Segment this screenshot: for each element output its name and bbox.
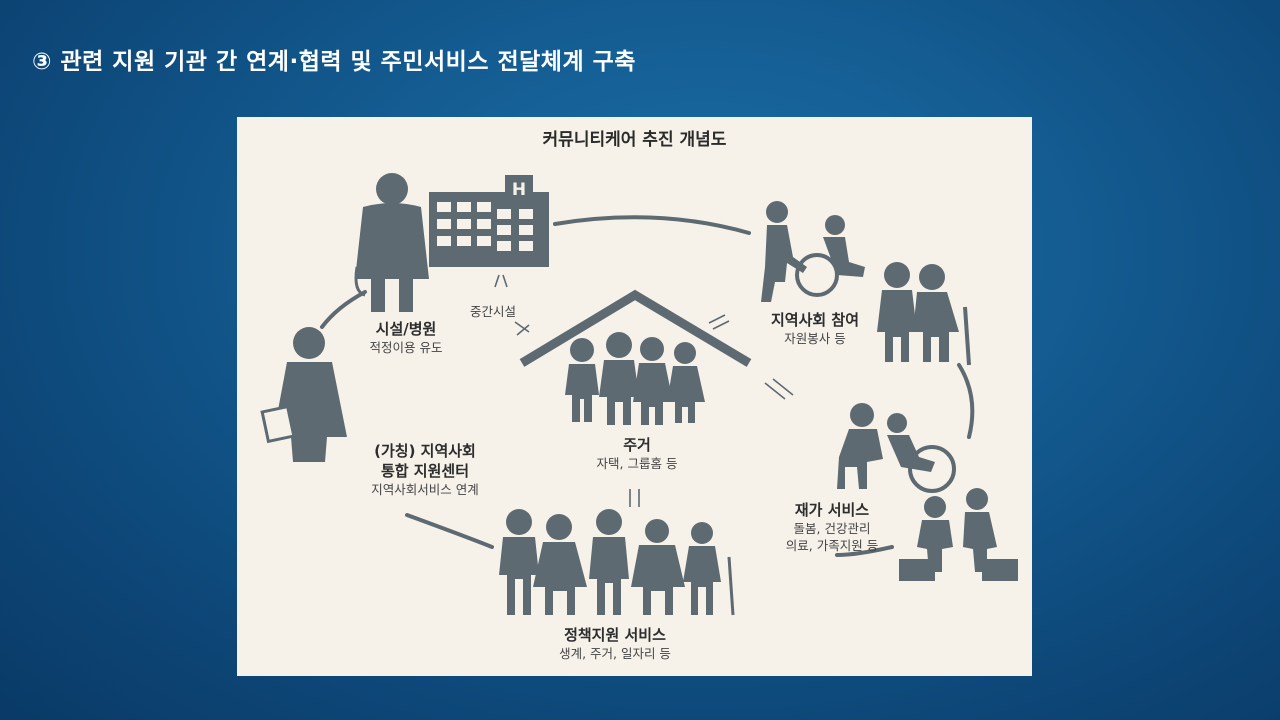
node-community: 지역사회 참여 자원봉사 등 xyxy=(740,310,890,347)
caregiver-wheelchair-icon xyxy=(761,201,865,302)
node-center-title: 주거 xyxy=(623,436,651,454)
node-policy-sub: 생계, 주거, 일자리 등 xyxy=(559,646,671,661)
node-support-center-title-2: 통합 지원센터 xyxy=(380,462,470,480)
node-homecare-sub-1: 돌봄, 건강관리 xyxy=(793,521,871,536)
doctor-icon xyxy=(354,173,429,312)
node-policy: 정책지원 서비스 생계, 주거, 일자리 등 xyxy=(535,625,695,662)
connector-homecare-policy xyxy=(835,545,894,557)
family-icon xyxy=(565,332,705,425)
node-hospital: 시설/병원 적정이용 유도 xyxy=(341,319,471,356)
node-community-sub: 자원봉사 등 xyxy=(784,331,846,346)
node-center-sub: 자택, 그룹홈 등 xyxy=(596,456,678,471)
social-worker-icon xyxy=(260,327,347,462)
house-roof-icon xyxy=(519,289,752,367)
connector-center-hospital xyxy=(320,290,367,329)
diagram-title: 커뮤니티케어 추진 개념도 xyxy=(542,130,727,150)
connector-center-policy xyxy=(405,513,494,549)
hospital-building-icon: H xyxy=(429,175,549,267)
slide-title: ③ 관련 지원 기관 간 연계·협력 및 주민서비스 전달체계 구축 xyxy=(32,49,636,75)
node-hospital-sub: 적정이용 유도 xyxy=(369,340,443,355)
node-support-center-title-1: (가칭) 지역사회 xyxy=(374,442,476,460)
connector-hospital-community xyxy=(553,215,751,235)
elderly-couple-icon xyxy=(877,262,971,366)
node-homecare-sub-2: 의료, 가족지원 등 xyxy=(785,538,879,553)
node-community-title: 지역사회 참여 xyxy=(770,311,860,329)
node-homecare: 재가 서비스 돌봄, 건강관리 의료, 가족지원 등 xyxy=(762,500,902,554)
homecare-feeding-icon xyxy=(837,403,956,493)
citizens-group-icon xyxy=(499,509,735,616)
community-care-diagram: H xyxy=(237,117,1032,676)
node-policy-title: 정책지원 서비스 xyxy=(564,626,666,644)
intermediate-facility-label: 중간시설 xyxy=(470,304,517,319)
medical-checkup-icon xyxy=(899,488,1018,581)
svg-text:H: H xyxy=(512,180,526,200)
node-support-center-sub: 지역사회서비스 연계 xyxy=(371,482,479,497)
node-center-home: 주거 자택, 그룹홈 등 xyxy=(577,435,697,472)
node-homecare-title: 재가 서비스 xyxy=(794,501,870,519)
connector-community-homecare xyxy=(957,363,975,439)
diagram-canvas: H xyxy=(260,173,1018,616)
node-hospital-title: 시설/병원 xyxy=(375,320,437,338)
arrow-icons xyxy=(494,274,794,507)
node-support-center: (가칭) 지역사회 통합 지원센터 지역사회서비스 연계 xyxy=(340,441,510,498)
